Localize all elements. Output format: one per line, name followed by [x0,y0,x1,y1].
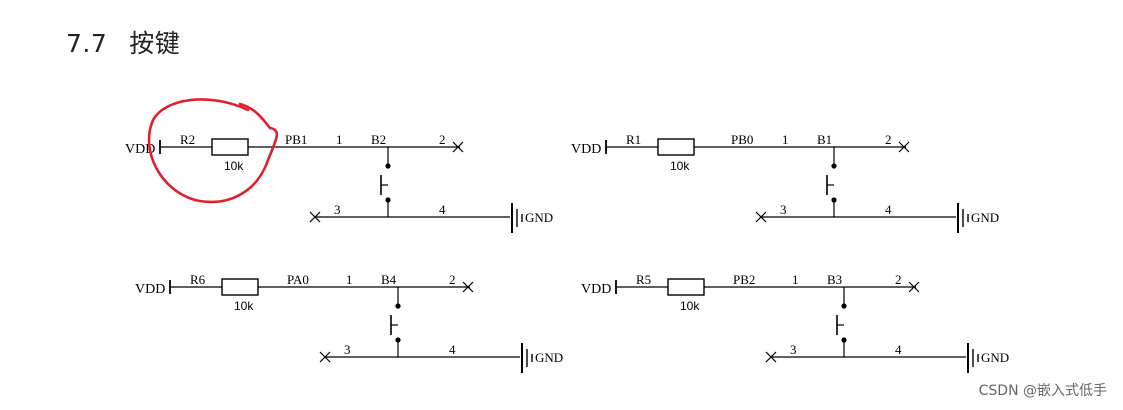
vdd-label: VDD [125,142,155,157]
pin-2-label: 2 [449,272,456,287]
gnd-label: GND [981,350,1009,365]
net-label: PB2 [733,272,755,287]
pin-4-label: 4 [885,202,892,217]
pin-1-label: 1 [336,132,343,147]
resistor-value: 10k [680,299,700,313]
gnd-label: GND [525,210,553,225]
switch-designator: B4 [381,272,397,287]
watermark: CSDN @嵌入式低手 [978,383,1107,399]
circuit-b3: VDD R5 10k PB2 1 B3 2 3 4 GND [581,272,1009,374]
pin-4-label: 4 [439,202,446,217]
resistor-value: 10k [670,159,690,173]
section-heading: 7.7 按键 [66,24,180,60]
highlight-circle-annotation [147,98,279,204]
resistor-value: 10k [234,299,254,313]
switch-designator: B3 [827,272,842,287]
vdd-label: VDD [571,142,601,157]
pin-1-label: 1 [792,272,799,287]
resistor-designator: R2 [180,132,195,147]
switch-designator: B2 [371,132,386,147]
pin-3-label: 3 [780,202,787,217]
pin-1-label: 1 [346,272,353,287]
vdd-label: VDD [581,282,611,297]
pin-3-label: 3 [344,342,351,357]
gnd-label: GND [971,210,999,225]
resistor-value: 10k [224,159,244,173]
circuit-b2: VDD R2 10k PB1 1 B2 2 3 4 GND [125,132,553,234]
pin-3-label: 3 [790,342,797,357]
resistor-designator: R5 [636,272,651,287]
net-label: PB0 [731,132,753,147]
net-label: PB1 [285,132,307,147]
pin-4-label: 4 [895,342,902,357]
gnd-label: GND [535,350,563,365]
vdd-label: VDD [135,282,165,297]
section-number: 7.7 [66,29,108,58]
pin-2-label: 2 [439,132,446,147]
circuit-b4: VDD R6 10k PA0 1 B4 2 3 4 GND [135,272,563,374]
resistor-designator: R6 [190,272,206,287]
pin-1-label: 1 [782,132,789,147]
pin-2-label: 2 [885,132,892,147]
pin-3-label: 3 [334,202,341,217]
resistor-designator: R1 [626,132,641,147]
pin-4-label: 4 [449,342,456,357]
switch-designator: B1 [817,132,832,147]
circuit-b1: VDD R1 10k PB0 1 B1 2 3 4 GND [571,132,999,234]
net-label: PA0 [287,272,309,287]
pin-2-label: 2 [895,272,902,287]
section-title: 按键 [129,29,181,58]
